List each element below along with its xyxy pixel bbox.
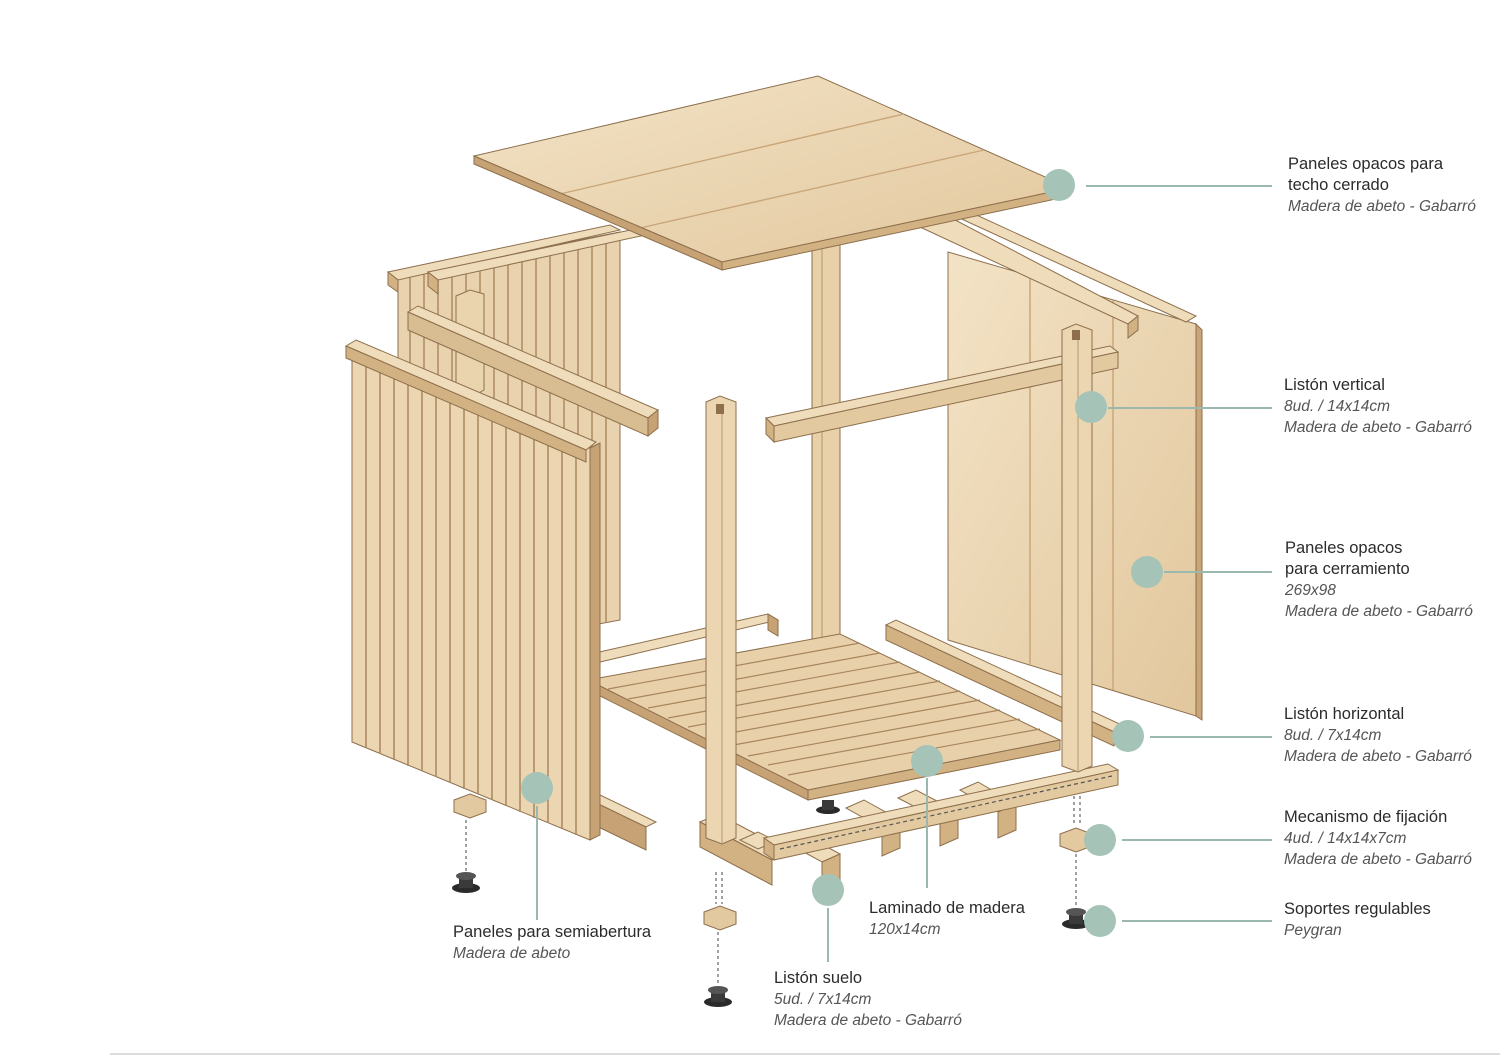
label-adjustable-supports: Soportes regulables Peygran xyxy=(1284,899,1431,941)
leader-lines xyxy=(536,185,1272,962)
label-title: Listón horizontal xyxy=(1284,705,1405,723)
roof-opaque-panel xyxy=(472,75,1072,271)
label-title: techo cerrado xyxy=(1288,176,1389,194)
label-title: Listón vertical xyxy=(1284,376,1385,394)
bottom-divider xyxy=(110,1053,1500,1055)
label-title: Paneles opacos xyxy=(1285,539,1403,557)
floor-front-rail xyxy=(762,763,1120,861)
label-horizontal-beam: Listón horizontal 8ud. / 7x14cm Madera d… xyxy=(1284,704,1472,767)
label-subtitle: 120x14cm xyxy=(869,921,941,938)
label-semiopen-panels: Paneles para semiabertura Madera de abet… xyxy=(453,922,651,964)
label-subtitle: Madera de abeto - Gabarró xyxy=(1285,603,1473,620)
fixing-block-left xyxy=(453,793,487,872)
label-subtitle: 4ud. / 14x14x7cm xyxy=(1284,830,1407,847)
adjustable-support-2 xyxy=(704,986,732,1007)
label-subtitle: Madera de abeto - Gabarró xyxy=(1284,748,1472,765)
label-fixing-mechanism: Mecanismo de fijación 4ud. / 14x14x7cm M… xyxy=(1284,807,1472,870)
marker-semi xyxy=(521,772,553,804)
adjustable-support-1 xyxy=(452,872,480,893)
front-semiopen-panel xyxy=(344,339,601,841)
floor-laminate-deck xyxy=(586,633,1062,801)
marker-supports xyxy=(1084,905,1116,937)
label-subtitle: Madera de abeto - Gabarró xyxy=(1284,419,1472,436)
marker-vertical xyxy=(1075,391,1107,423)
label-title: Soportes regulables xyxy=(1284,900,1431,918)
label-subtitle: 8ud. / 14x14cm xyxy=(1284,398,1390,415)
marker-floor-joist xyxy=(812,874,844,906)
label-title: Paneles opacos para xyxy=(1288,155,1444,173)
label-subtitle: Madera de abeto - Gabarró xyxy=(774,1012,962,1029)
front-vertical-post-left xyxy=(705,395,737,845)
opaque-enclosure-panel xyxy=(903,211,1203,721)
floor-side-beam-left xyxy=(584,792,658,851)
label-roof-panels: Paneles opacos para techo cerrado Madera… xyxy=(1288,154,1476,217)
horizontal-beam-left xyxy=(406,305,659,438)
label-vertical-post: Listón vertical 8ud. / 14x14cm Madera de… xyxy=(1284,375,1472,438)
back-vertical-post xyxy=(811,231,841,649)
label-subtitle: 269x98 xyxy=(1285,582,1336,599)
label-subtitle: Peygran xyxy=(1284,922,1342,939)
front-vertical-post-right xyxy=(1061,323,1093,773)
label-subtitle: Madera de abeto - Gabarró xyxy=(1288,198,1476,215)
marker-horizontal xyxy=(1112,720,1144,752)
label-subtitle: Madera de abeto - Gabarró xyxy=(1284,851,1472,868)
fixing-block-right xyxy=(1059,796,1093,906)
label-floor-laminate: Laminado de madera 120x14cm xyxy=(869,898,1025,940)
marker-roof xyxy=(1043,169,1075,201)
adjustable-support-4 xyxy=(816,800,840,814)
label-opaque-enclosure: Paneles opacos para cerramiento 269x98 M… xyxy=(1285,538,1473,622)
marker-floor-lam xyxy=(911,745,943,777)
fixing-block-front xyxy=(703,872,737,984)
label-title: Paneles para semiabertura xyxy=(453,923,652,941)
label-title: Mecanismo de fijación xyxy=(1284,808,1448,826)
label-subtitle: 8ud. / 7x14cm xyxy=(1284,727,1382,744)
marker-fixing xyxy=(1084,824,1116,856)
label-title: para cerramiento xyxy=(1285,560,1410,578)
label-title: Laminado de madera xyxy=(869,899,1025,917)
label-subtitle: 5ud. / 7x14cm xyxy=(774,991,872,1008)
label-subtitle: Madera de abeto xyxy=(453,945,571,962)
horizontal-beam-right xyxy=(764,345,1120,444)
label-title: Listón suelo xyxy=(774,969,863,987)
adjustable-support-3 xyxy=(1062,908,1090,929)
marker-opaque xyxy=(1131,556,1163,588)
label-floor-joist: Listón suelo 5ud. / 7x14cm Madera de abe… xyxy=(774,968,962,1031)
